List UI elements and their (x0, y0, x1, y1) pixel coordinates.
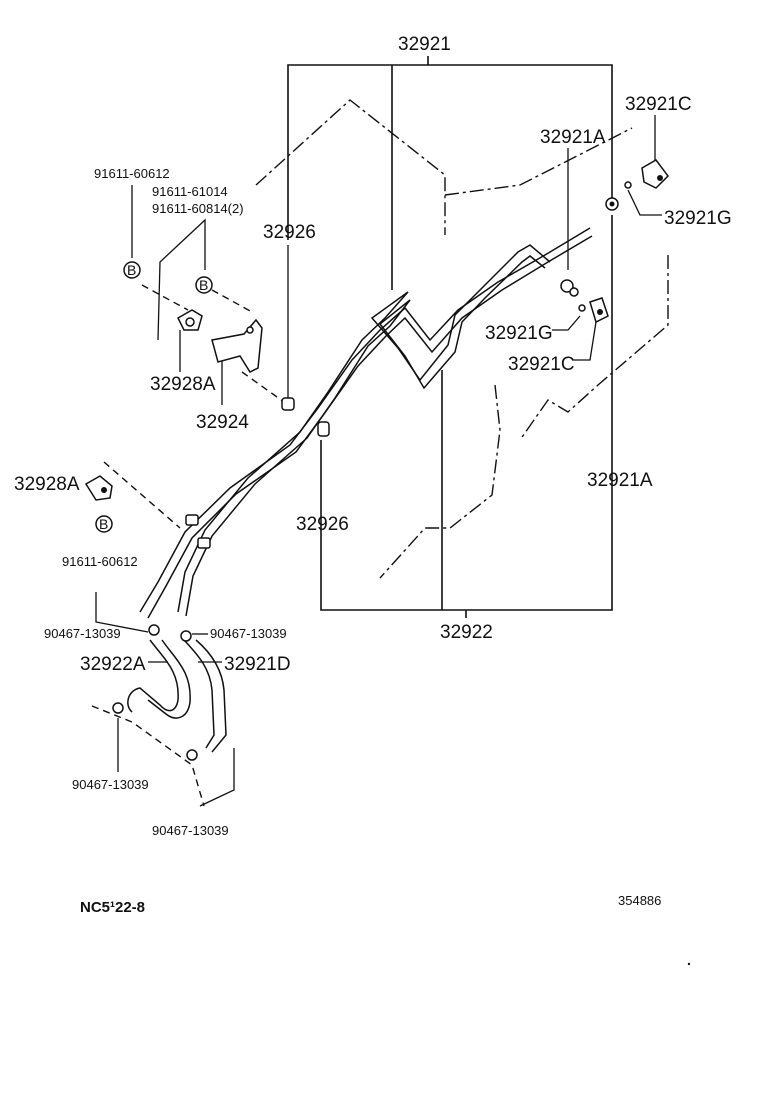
bolt-marker-mid-label: B (99, 516, 108, 532)
label-90467-13039-a: 90467-13039 (44, 626, 121, 641)
grommet-32926-upper (281, 397, 295, 411)
leader-bolt-bracket (157, 218, 206, 341)
label-32922a: 32922A (80, 654, 146, 675)
label-32921: 32921 (398, 34, 451, 55)
grommet-32921g-mid (578, 304, 586, 312)
bolt-marker-bracket-label: B (199, 277, 208, 293)
label-90467-13039-c: 90467-13039 (72, 777, 149, 792)
phantom-bracket-lines (91, 284, 285, 807)
connector-32921c-mid (589, 297, 609, 324)
leader-90467-lower-right (199, 748, 235, 807)
label-90467-13039-d: 90467-13039 (152, 823, 229, 838)
bolt-marker-left-label: B (127, 262, 136, 278)
clip-32921a-top (560, 279, 579, 297)
leader-32922 (320, 215, 613, 618)
leader-90467-left (95, 592, 149, 633)
label-91611-60612-mid: 91611-60612 (62, 554, 138, 569)
label-32928a-left: 32928A (14, 474, 80, 495)
hose-clamp-a (148, 624, 160, 636)
hose-32921d (183, 639, 227, 753)
hose-clamp-c (112, 702, 124, 714)
label-32924: 32924 (196, 412, 249, 433)
leader-32921 (287, 56, 613, 290)
label-32921g-right: 32921G (664, 208, 732, 229)
hose-clamp-d (186, 749, 198, 761)
leader-32921g-right (627, 189, 662, 216)
bracket-32924 (211, 318, 263, 373)
diagram-code: NC5¹22-8 (80, 899, 145, 916)
leader-32921g-mid (552, 315, 581, 331)
label-91611-61014: 91611-61014 (152, 184, 228, 199)
bolt-marker-bracket: B (195, 276, 213, 294)
phantom-tank-outline (255, 99, 669, 579)
diagram-number: 354886 (618, 893, 661, 908)
pipe-clamp-left (185, 514, 211, 549)
connector-32921c-top (641, 159, 669, 189)
label-32922: 32922 (440, 622, 493, 643)
label-32921d: 32921D (224, 654, 291, 675)
label-90467-13039-b: 90467-13039 (210, 626, 287, 641)
clamp-32928a-upper (177, 309, 203, 331)
speck-dot (687, 962, 691, 966)
bolt-marker-mid: B (95, 515, 113, 533)
grommet-32926-lower (317, 421, 330, 437)
label-91611-60612-top: 91611-60612 (94, 166, 170, 181)
clamp-32928a-left (84, 475, 113, 501)
label-32921a-top: 32921A (540, 127, 606, 148)
label-32921c-top: 32921C (625, 94, 692, 115)
label-32926-lower: 32926 (296, 514, 349, 535)
label-32921g-mid: 32921G (485, 323, 553, 344)
label-32921a-right: 32921A (587, 470, 653, 491)
bolt-marker-left: B (123, 261, 141, 279)
leader-32921c-mid (572, 321, 597, 361)
label-32928a-upper: 32928A (150, 374, 216, 395)
label-32926-upper: 32926 (263, 222, 316, 243)
label-32921c-mid: 32921C (508, 354, 575, 375)
grommet-32921g-right (624, 181, 632, 189)
hose-clamp-b (180, 630, 192, 642)
hose-32922a (127, 639, 191, 719)
clip-32921a-right (605, 197, 619, 211)
fuel-pipe-return (177, 244, 551, 617)
label-91611-60814: 91611-60814(2) (152, 201, 244, 216)
